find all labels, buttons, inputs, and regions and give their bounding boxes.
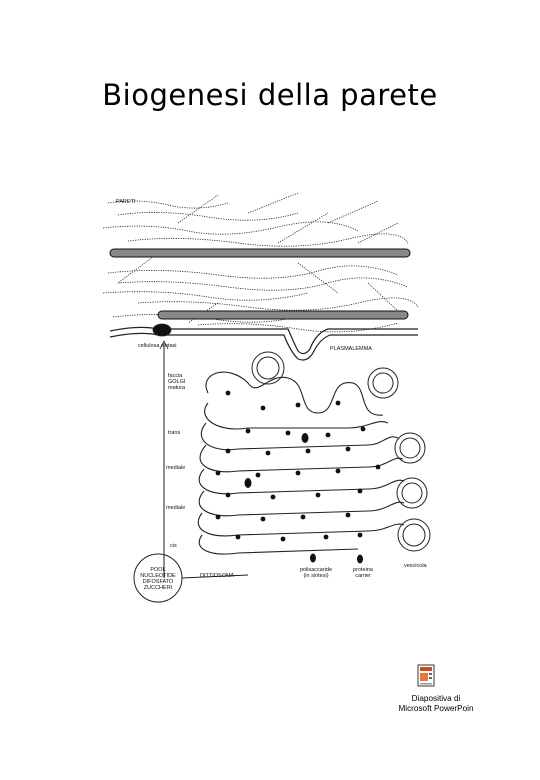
cell-wall-biogenesis-diagram: PARETI cellulosa sintasi PLASMALEMMA fac…: [98, 183, 438, 611]
proteina-label: proteina carrier: [353, 567, 373, 579]
polisaccaride-label: polisaccaride (in sintesi): [299, 567, 333, 579]
golgi-face-label-4: mediale: [166, 505, 186, 511]
pool-label: POOL NUCLEOTIDE DIFOSFATO ZUCCHERI: [140, 567, 176, 591]
plasmalemma-label: PLASMALEMMA: [330, 346, 372, 352]
dittiosoma-label: DITTIOSOMA: [200, 573, 235, 579]
pareti-label: PARETI: [116, 199, 136, 205]
page-title: Biogenesi della parete: [102, 78, 438, 112]
embed-caption-line2: Microsoft PowerPoin: [398, 704, 474, 713]
golgi-face-label-1: faccia GOLGI matura: [168, 373, 186, 391]
embedded-powerpoint-object[interactable]: Diapositiva di Microsoft PowerPoin: [386, 660, 486, 720]
golgi-face-label-3: mediale: [166, 465, 186, 471]
golgi-face-label-2: trans: [168, 430, 181, 436]
embed-caption-line1: Diapositiva di: [411, 694, 461, 703]
golgi-face-label-5: cis: [170, 543, 177, 549]
cellulosa-sintasi-label: cellulosa sintasi: [138, 343, 177, 349]
powerpoint-slide-icon: [417, 664, 437, 688]
vescicola-label: vescicola: [404, 563, 427, 569]
